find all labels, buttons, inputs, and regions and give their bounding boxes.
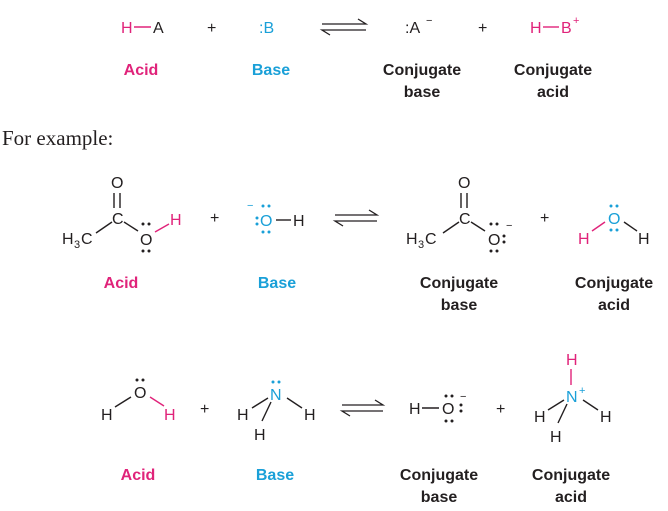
label-base: Base: [258, 275, 296, 292]
acetic-acid: O C H 3 C O H: [62, 175, 182, 253]
label-conjugate-acid-word: acid: [598, 297, 630, 314]
water-product: O H H: [578, 204, 650, 248]
methyl-c: C: [81, 231, 93, 248]
label-base: Base: [256, 467, 294, 484]
acetate-oxygen: O: [488, 232, 500, 249]
general-acid-h: H: [121, 20, 133, 37]
hydroxide-product: H O −: [409, 391, 466, 423]
water-new-hydrogen: H: [578, 231, 590, 248]
methyl-subscript: 3: [418, 239, 424, 251]
general-conj-acid-b: B: [561, 20, 572, 37]
label-conjugate: Conjugate: [575, 275, 653, 292]
label-conjugate: Conjugate: [400, 467, 478, 484]
label-base: Base: [252, 62, 290, 79]
plus-sign: +: [210, 210, 219, 227]
acetate-charge: −: [506, 220, 512, 232]
water-acidic-hydrogen: H: [164, 407, 176, 424]
hydroxyl-oxygen: O: [140, 232, 152, 249]
hydroxide-charge: −: [247, 200, 253, 212]
general-conj-base-charge: −: [426, 15, 432, 27]
carbonyl-oxygen: O: [111, 175, 123, 192]
water-hydrogen: H: [101, 407, 113, 424]
hydroxide-hydrogen: H: [409, 401, 421, 418]
methyl-h: H: [62, 231, 74, 248]
label-conjugate-base-word: base: [441, 297, 478, 314]
general-conj-acid-h: H: [530, 20, 542, 37]
methyl-c: C: [425, 231, 437, 248]
acetate-carbon: C: [459, 211, 471, 228]
ammonium-hydrogen: H: [550, 429, 562, 446]
hydroxide-oxygen: O: [260, 213, 272, 230]
plus-sign: +: [540, 210, 549, 227]
acetate-carbonyl-oxygen: O: [458, 175, 470, 192]
equilibrium-arrow: [332, 209, 380, 227]
general-conj-base: :A: [405, 20, 420, 37]
general-labels: Acid Base Conjugate base Conjugate acid: [124, 62, 593, 101]
label-conjugate-acid-word: acid: [537, 84, 569, 101]
ammonia-hydrogen: H: [254, 427, 266, 444]
general-base: :B: [259, 20, 274, 37]
equilibrium-arrow: [339, 399, 386, 417]
example1-labels: Acid Base Conjugate base Conjugate acid: [104, 275, 654, 314]
ammonium-charge: +: [579, 385, 585, 397]
ammonium-new-hydrogen: H: [566, 352, 578, 369]
methyl-subscript: 3: [74, 239, 80, 251]
ammonium-ion: H N + H H H: [534, 352, 612, 446]
carbonyl-carbon: C: [112, 211, 124, 228]
label-conjugate: Conjugate: [514, 62, 592, 79]
hydroxide-charge: −: [460, 391, 466, 403]
ammonia-nitrogen: N: [270, 387, 282, 404]
label-conjugate: Conjugate: [383, 62, 461, 79]
hydroxide-ion: − O H: [247, 200, 305, 234]
hydroxide-hydrogen: H: [293, 213, 305, 230]
acetate-ion: O C H 3 C O −: [406, 175, 512, 253]
label-conjugate: Conjugate: [420, 275, 498, 292]
hydroxide-oxygen: O: [442, 401, 454, 418]
ammonia-hydrogen: H: [304, 407, 316, 424]
ammonium-hydrogen: H: [600, 409, 612, 426]
water-reactant: O H H: [101, 378, 176, 424]
label-conjugate-acid-word: acid: [555, 489, 587, 506]
label-acid: Acid: [124, 62, 159, 79]
plus-sign: +: [207, 20, 216, 37]
ammonia: N H H H: [237, 380, 316, 444]
methyl-h: H: [406, 231, 418, 248]
ammonium-nitrogen: N: [566, 389, 578, 406]
water-oxygen: O: [134, 385, 146, 402]
acidic-hydrogen: H: [170, 212, 182, 229]
label-conjugate-base-word: base: [421, 489, 458, 506]
for-example-heading: For example:: [2, 126, 113, 150]
label-conjugate-base-word: base: [404, 84, 441, 101]
plus-sign: +: [478, 20, 487, 37]
label-acid: Acid: [121, 467, 156, 484]
water-hydrogen: H: [638, 231, 650, 248]
ammonia-hydrogen: H: [237, 407, 249, 424]
plus-sign: +: [200, 401, 209, 418]
plus-sign: +: [496, 401, 505, 418]
label-conjugate: Conjugate: [532, 467, 610, 484]
equilibrium-arrow: [319, 18, 369, 36]
ammonium-hydrogen: H: [534, 409, 546, 426]
water-oxygen: O: [608, 211, 620, 228]
example2-labels: Acid Base Conjugate base Conjugate acid: [121, 467, 611, 506]
general-acid-a: A: [153, 20, 164, 37]
general-conj-acid-charge: +: [573, 15, 579, 27]
general-equation: H A + :B :A − + H B +: [121, 15, 579, 37]
label-acid: Acid: [104, 275, 139, 292]
